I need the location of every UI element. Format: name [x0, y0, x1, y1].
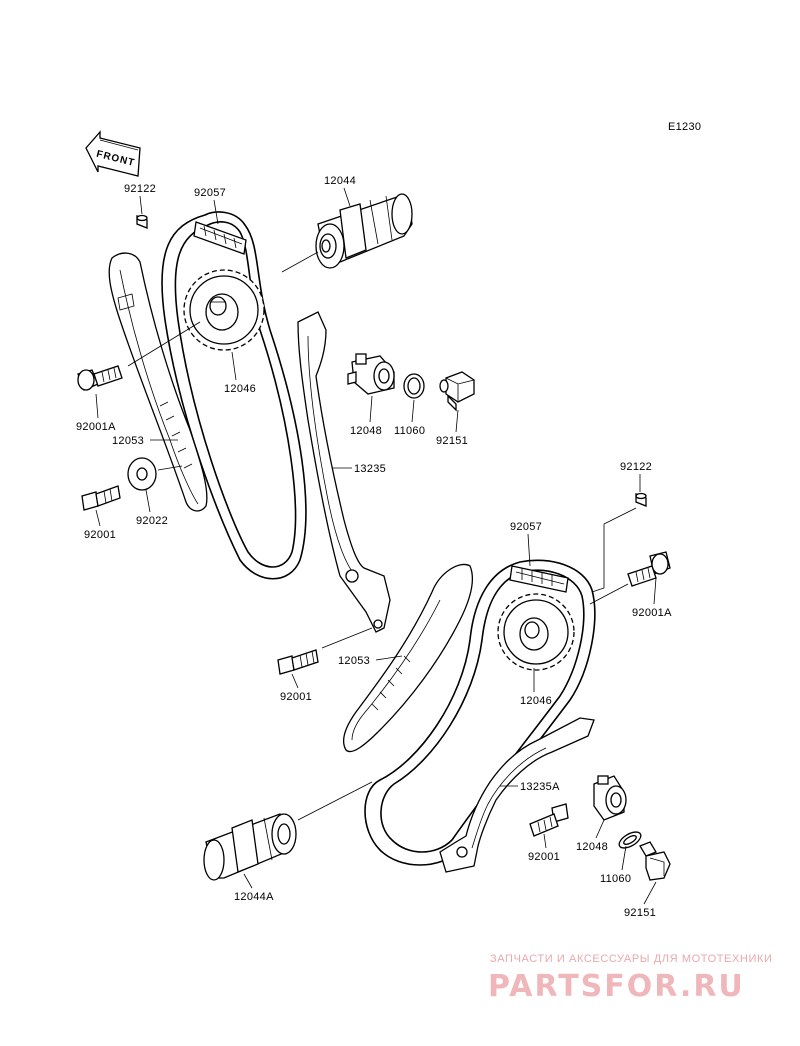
bolt-92001-lower-right: [529, 803, 569, 837]
tensioner-12048-upper: [347, 353, 395, 395]
washer-92022: [127, 457, 157, 491]
label-92001-lower-right[interactable]: 92001: [528, 851, 560, 863]
label-92001A-upper[interactable]: 92001A: [76, 421, 116, 433]
label-92151-upper[interactable]: 92151: [436, 435, 468, 447]
label-92151-lower[interactable]: 92151: [624, 907, 656, 919]
label-11060-lower[interactable]: 11060: [600, 873, 631, 885]
label-92122-lower[interactable]: 92122: [620, 461, 652, 473]
cam-sprocket-12046-upper: [183, 269, 265, 351]
bolt-92001A-lower: [627, 551, 671, 587]
chain-guide-12053-lower: [342, 563, 474, 753]
label-92022[interactable]: 92022: [136, 515, 168, 527]
label-12046-upper[interactable]: 12046: [224, 383, 256, 395]
cam-chain-92057-upper: [161, 211, 307, 580]
diagram-code: E1230: [668, 121, 701, 133]
cam-chain-92057-lower: [364, 559, 596, 866]
cap-bolt-92151-upper: [439, 371, 475, 412]
label-92001A-lower[interactable]: 92001A: [632, 607, 672, 619]
dowel-pin-92122-lower: [635, 492, 647, 507]
cap-bolt-92151-lower: [639, 841, 671, 881]
bolt-92001A-upper: [77, 365, 123, 391]
label-92122-upper[interactable]: 92122: [124, 183, 156, 195]
label-12046-lower[interactable]: 12046: [520, 695, 552, 707]
label-92057-lower[interactable]: 92057: [510, 521, 542, 533]
label-12044[interactable]: 12044: [324, 175, 356, 187]
chain-guide-12053-upper: [108, 252, 208, 512]
label-92001-upper[interactable]: 92001: [84, 529, 116, 541]
label-92057-upper[interactable]: 92057: [194, 187, 226, 199]
watermark-tagline: ЗАПЧАСТИ И АКСЕССУАРЫ ДЛЯ МОТОТЕХНИКИ: [490, 953, 772, 965]
label-12044A[interactable]: 12044A: [234, 891, 274, 903]
tensioner-12048-lower: [593, 775, 627, 821]
label-12053-lower[interactable]: 12053: [338, 655, 370, 667]
gasket-11060-upper: [403, 373, 425, 399]
label-11060-upper[interactable]: 11060: [394, 425, 425, 437]
label-13235A[interactable]: 13235A: [520, 781, 560, 793]
label-12048-lower[interactable]: 12048: [576, 841, 608, 853]
label-12053-upper[interactable]: 12053: [112, 435, 144, 447]
label-92001-lower-left[interactable]: 92001: [280, 691, 312, 703]
camshaft-12044: [315, 193, 413, 269]
gasket-11060-lower: [618, 831, 642, 849]
front-arrow-icon: FRONT: [85, 130, 141, 177]
bolt-92001-lower-left: [277, 649, 319, 675]
bolt-92001-upper: [81, 485, 121, 511]
cam-sprocket-12046-lower: [497, 593, 575, 671]
camshaft-12044A: [203, 813, 297, 881]
watermark-logo: PARTSFOR.RU: [488, 969, 745, 1004]
label-13235[interactable]: 13235: [354, 463, 386, 475]
chain-guide-13235: [297, 311, 391, 633]
chain-guide-13235A: [439, 717, 595, 873]
label-12048-upper[interactable]: 12048: [350, 425, 382, 437]
dowel-pin-92122-upper: [136, 214, 148, 229]
